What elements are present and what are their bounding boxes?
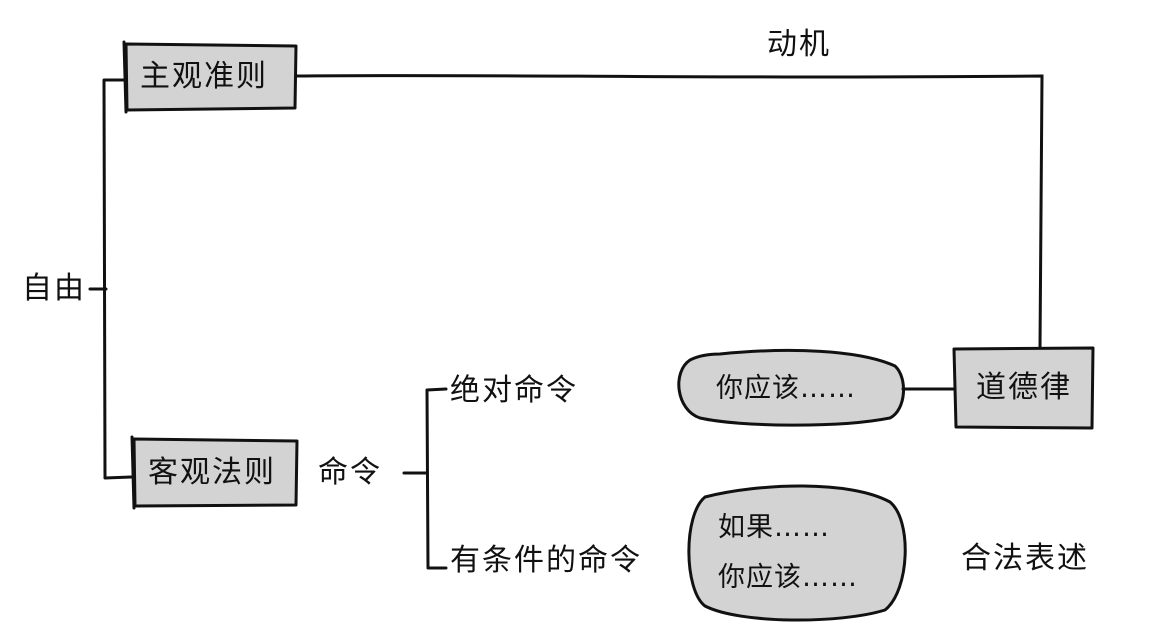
motive-line (294, 74, 1044, 350)
legal-statement-label: 合法表述 (961, 541, 1089, 576)
objective-law-label: 客观法则 (148, 455, 276, 490)
if-then-blob (687, 484, 907, 622)
imperative-connector (402, 387, 448, 570)
imperative-label: 命令 (318, 455, 382, 490)
freedom-label: 自由 (22, 271, 86, 306)
subjective-maxim-label: 主观准则 (140, 59, 268, 94)
moral-law-box (952, 346, 1095, 430)
if-then-line2-label: 你应该…… (718, 562, 858, 593)
you-ought-blob (677, 348, 906, 427)
freedom-connector (88, 78, 134, 480)
if-then-line1-label: 如果…… (718, 512, 830, 543)
motive-label: 动机 (767, 27, 831, 62)
you-ought-label: 你应该…… (716, 373, 856, 404)
categorical-imperative-label: 绝对命令 (450, 373, 578, 408)
moral-law-label: 道德律 (976, 370, 1072, 405)
hypothetical-imperative-label: 有条件的命令 (450, 543, 642, 578)
